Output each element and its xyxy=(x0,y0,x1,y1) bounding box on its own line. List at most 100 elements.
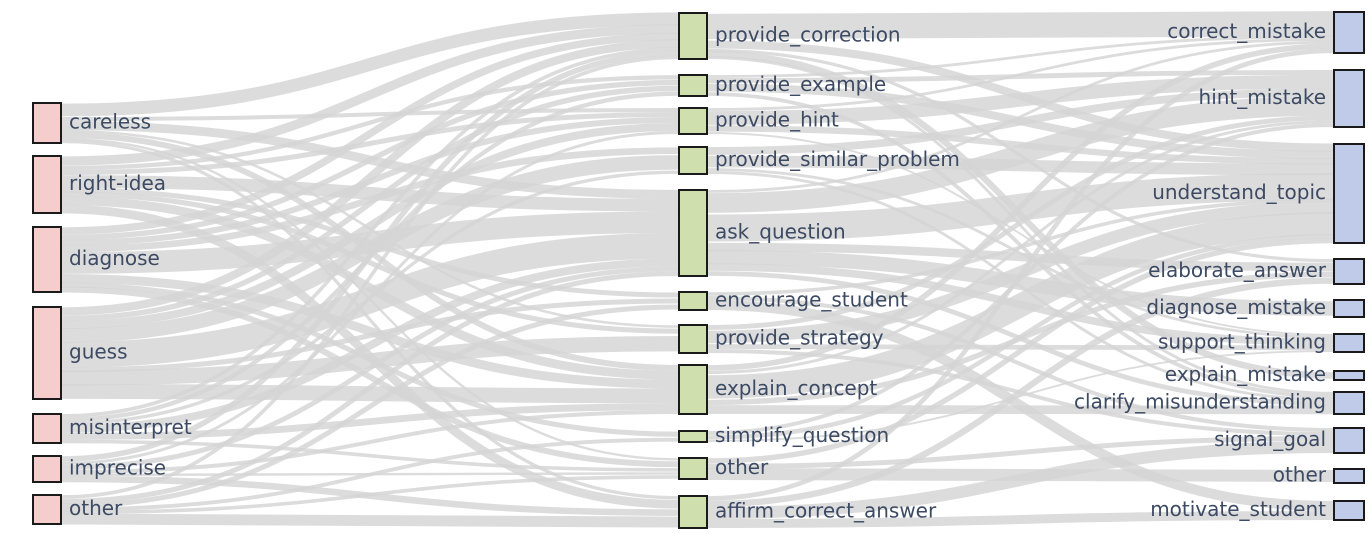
sankey-link xyxy=(60,131,680,465)
sankey-link xyxy=(60,232,680,368)
sankey-node-tutor_action-other[interactable] xyxy=(678,457,708,480)
sankey-node-label-student_error-misinterpret: misinterpret xyxy=(69,415,192,439)
sankey-link xyxy=(60,112,680,175)
sankey-node-tutor_intention-support_thinking[interactable] xyxy=(1333,333,1365,353)
sankey-node-label-tutor_action-simplify_question: simplify_question xyxy=(715,423,889,447)
sankey-link xyxy=(706,95,1335,213)
sankey-link xyxy=(60,274,680,389)
sankey-node-label-tutor_action-provide_hint: provide_hint xyxy=(715,108,839,132)
sankey-link xyxy=(60,24,680,166)
sankey-node-tutor_intention-diagnose_mistake[interactable] xyxy=(1333,299,1365,318)
sankey-node-tutor_action-provide_correction[interactable] xyxy=(678,12,708,60)
sankey-node-label-tutor_intention-correct_mistake: correct_mistake xyxy=(1167,19,1326,43)
sankey-link xyxy=(706,441,1335,519)
sankey-node-label-tutor_action-other: other xyxy=(715,455,769,479)
sankey-link xyxy=(60,304,680,509)
sankey-node-tutor_action-simplify_question[interactable] xyxy=(678,430,708,443)
sankey-link xyxy=(706,48,1335,501)
sankey-link xyxy=(706,233,1335,440)
sankey-link xyxy=(60,39,680,316)
sankey-node-label-student_error-imprecise: imprecise xyxy=(69,456,166,480)
sankey-link xyxy=(60,175,680,212)
sankey-node-label-tutor_action-provide_similar_problem: provide_similar_problem xyxy=(715,147,960,171)
sankey-node-tutor_action-provide_strategy[interactable] xyxy=(678,324,708,354)
sankey-node-label-student_error-diagnose: diagnose xyxy=(69,246,160,270)
sankey-node-label-tutor_intention-support_thinking: support_thinking xyxy=(1158,330,1326,354)
sankey-link xyxy=(60,147,680,253)
sankey-link xyxy=(706,242,1335,272)
sankey-node-label-student_error-other: other xyxy=(69,496,123,520)
sankey-link xyxy=(706,120,1335,374)
sankey-node-tutor_intention-correct_mistake[interactable] xyxy=(1333,11,1365,54)
sankey-node-tutor_intention-clarify_misunderstanding[interactable] xyxy=(1333,391,1365,415)
sankey-link xyxy=(60,79,680,241)
sankey-link xyxy=(60,32,680,235)
sankey-node-tutor_intention-hint_mistake[interactable] xyxy=(1333,69,1365,128)
sankey-node-label-tutor_action-provide_example: provide_example xyxy=(715,72,886,96)
sankey-node-student_error-right-idea[interactable] xyxy=(32,155,62,214)
sankey-node-label-tutor_intention-elaborate_answer: elaborate_answer xyxy=(1148,258,1327,282)
sankey-node-label-tutor_intention-hint_mistake: hint_mistake xyxy=(1199,85,1326,109)
sankey-node-tutor_intention-explain_mistake[interactable] xyxy=(1333,370,1365,381)
sankey-node-tutor_action-provide_example[interactable] xyxy=(678,74,708,97)
sankey-link xyxy=(706,237,1335,464)
sankey-node-student_error-other[interactable] xyxy=(32,494,62,525)
sankey-node-tutor_intention-motivate_student[interactable] xyxy=(1333,500,1365,521)
sankey-node-tutor_action-affirm_correct_answer[interactable] xyxy=(678,495,708,529)
sankey-node-label-student_error-guess: guess xyxy=(69,340,128,364)
sankey-link xyxy=(706,344,1335,351)
sankey-link xyxy=(60,298,680,373)
sankey-node-label-tutor_action-explain_concept: explain_concept xyxy=(715,376,877,400)
sankey-link xyxy=(60,439,680,472)
sankey-link xyxy=(60,55,680,499)
sankey-link xyxy=(706,155,1335,176)
sankey-link xyxy=(60,50,680,462)
sankey-link xyxy=(60,123,680,329)
sankey-node-label-tutor_intention-explain_mistake: explain_mistake xyxy=(1165,362,1326,386)
sankey-link xyxy=(706,249,1335,316)
sankey-node-tutor_intention-understand_topic[interactable] xyxy=(1333,143,1365,244)
sankey-link xyxy=(60,12,680,117)
sankey-link xyxy=(706,43,1335,371)
sankey-node-tutor_action-provide_similar_problem[interactable] xyxy=(678,146,708,175)
sankey-node-tutor_action-encourage_student[interactable] xyxy=(678,291,708,311)
sankey-node-tutor_action-provide_hint[interactable] xyxy=(678,107,708,135)
sankey-link xyxy=(60,155,680,343)
sankey-node-student_error-careless[interactable] xyxy=(32,102,62,144)
sankey-node-tutor_intention-other[interactable] xyxy=(1333,468,1365,484)
sankey-link xyxy=(60,410,680,474)
labels-layer: carelessright-ideadiagnoseguessmisinterp… xyxy=(69,19,1327,523)
sankey-node-tutor_intention-elaborate_answer[interactable] xyxy=(1333,258,1365,285)
sankey-node-student_error-misinterpret[interactable] xyxy=(32,413,62,444)
sankey-link xyxy=(706,11,1335,40)
sankey-node-student_error-diagnose[interactable] xyxy=(32,226,62,293)
sankey-link xyxy=(706,277,1335,508)
sankey-link xyxy=(706,35,1335,78)
sankey-node-student_error-guess[interactable] xyxy=(32,306,62,400)
sankey-node-label-tutor_action-encourage_student: encourage_student xyxy=(715,288,908,312)
sankey-link xyxy=(706,74,1335,125)
sankey-node-label-tutor_action-affirm_correct_answer: affirm_correct_answer xyxy=(715,499,937,523)
sankey-node-label-tutor_action-provide_strategy: provide_strategy xyxy=(715,326,884,350)
sankey-link xyxy=(706,211,1335,399)
sankey-link xyxy=(706,38,1335,111)
sankey-link xyxy=(60,47,680,418)
sankey-link xyxy=(60,437,680,512)
sankey-link xyxy=(60,271,680,504)
sankey-link xyxy=(706,296,1335,432)
sankey-link xyxy=(60,513,680,528)
nodes-layer xyxy=(32,11,1365,529)
sankey-node-label-tutor_action-ask_question: ask_question xyxy=(715,220,846,244)
sankey-node-tutor_action-explain_concept[interactable] xyxy=(678,364,708,415)
sankey-link xyxy=(706,123,1335,435)
sankey-link xyxy=(706,115,1335,330)
sankey-link xyxy=(60,384,680,404)
sankey-link xyxy=(60,191,680,334)
sankey-node-tutor_action-ask_question[interactable] xyxy=(678,189,708,277)
sankey-node-student_error-imprecise[interactable] xyxy=(32,455,62,483)
sankey-node-label-tutor_intention-motivate_student: motivate_student xyxy=(1150,497,1326,521)
sankey-node-label-tutor_action-provide_correction: provide_correction xyxy=(715,23,901,47)
sankey-link xyxy=(60,85,680,322)
sankey-node-tutor_intention-signal_goal[interactable] xyxy=(1333,427,1365,454)
